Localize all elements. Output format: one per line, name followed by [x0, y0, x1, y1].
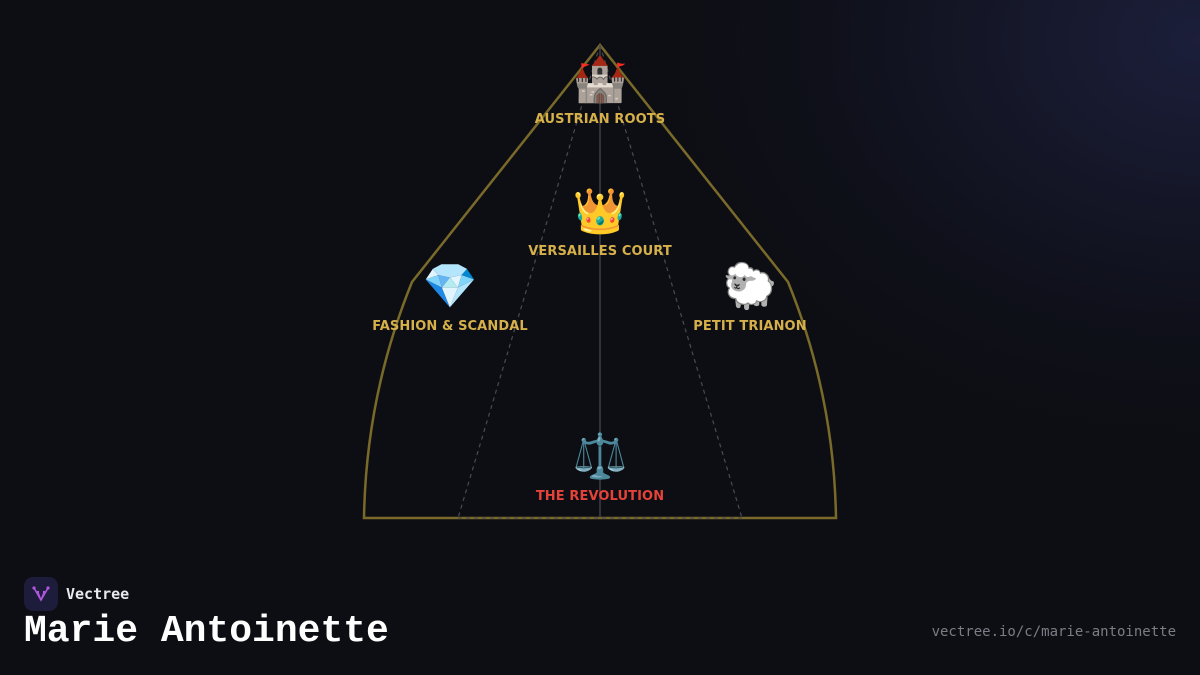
- node-label: VERSAILLES COURT: [528, 244, 672, 259]
- node-petit-trianon[interactable]: 🐑 PETIT TRIANON: [650, 261, 850, 334]
- page-url[interactable]: vectree.io/c/marie-antoinette: [931, 624, 1176, 640]
- node-label: PETIT TRIANON: [693, 319, 807, 334]
- node-fashion-scandal[interactable]: 💎 FASHION & SCANDAL: [350, 261, 550, 334]
- brand[interactable]: Vectree: [24, 577, 129, 611]
- node-versailles-court[interactable]: 👑 VERSAILLES COURT: [500, 186, 700, 259]
- vectree-logo-icon: [24, 577, 58, 611]
- node-label: THE REVOLUTION: [535, 489, 665, 504]
- node-the-revolution[interactable]: ⚖️ THE REVOLUTION: [500, 431, 700, 504]
- sheep-icon: 🐑: [722, 262, 778, 311]
- crown-icon: 👑: [572, 187, 628, 236]
- brand-name: Vectree: [66, 585, 130, 603]
- gem-icon: 💎: [422, 262, 478, 311]
- spoke-right: [599, 44, 743, 519]
- scales-icon: ⚖️: [572, 432, 628, 481]
- spoke-left: [457, 44, 601, 519]
- node-label: FASHION & SCANDAL: [372, 319, 528, 334]
- node-label: AUSTRIAN ROOTS: [534, 112, 666, 127]
- page-title: Marie Antoinette: [24, 610, 389, 653]
- node-austrian-roots[interactable]: 🏰 AUSTRIAN ROOTS: [500, 54, 700, 127]
- castle-icon: 🏰: [572, 55, 628, 104]
